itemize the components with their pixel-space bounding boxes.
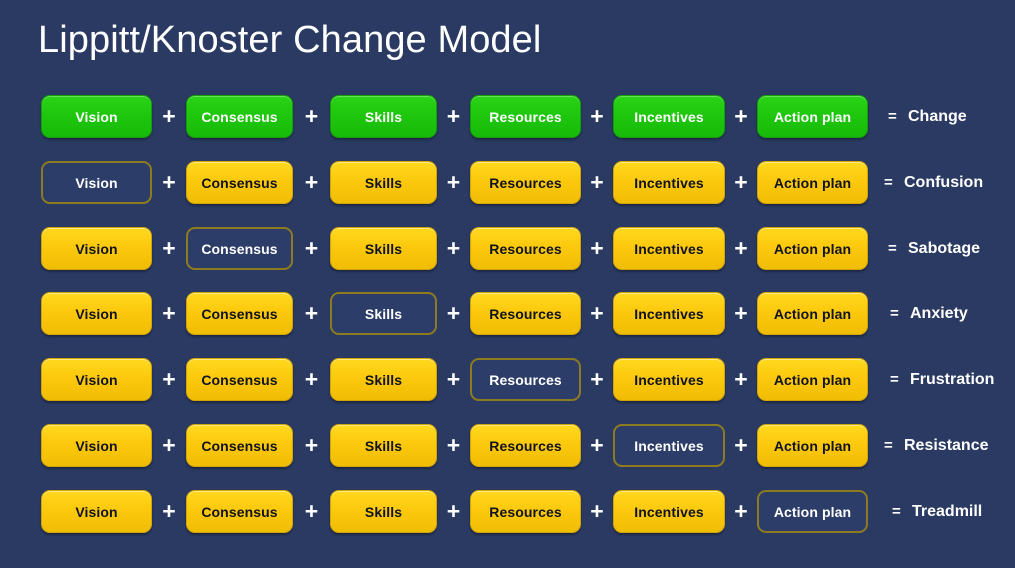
- chip-consensus[interactable]: Consensus: [186, 490, 293, 533]
- equals-operator: =: [890, 371, 899, 388]
- chip-resources[interactable]: Resources: [470, 161, 581, 204]
- equation-row: Vision + Consensus + Skills + Resources + Incent…: [0, 424, 1015, 468]
- result-label: Resistance: [904, 436, 989, 454]
- chip-action_plan[interactable]: Action plan: [757, 490, 868, 533]
- result-label: Anxiety: [910, 304, 968, 322]
- result-label: Treadmill: [912, 502, 983, 520]
- plus-operator: +: [304, 103, 319, 129]
- result-label: Frustration: [910, 370, 995, 388]
- plus-operator: +: [162, 498, 176, 524]
- chip-vision[interactable]: Vision: [41, 358, 152, 401]
- plus-operator: +: [734, 498, 748, 524]
- chip-resources[interactable]: Resources: [470, 292, 581, 335]
- chip-incentives[interactable]: Incentives: [613, 95, 725, 138]
- plus-operator: +: [446, 366, 461, 392]
- chip-action_plan[interactable]: Action plan: [757, 424, 868, 467]
- plus-operator: +: [446, 235, 461, 261]
- plus-operator: +: [304, 498, 319, 524]
- chip-vision[interactable]: Vision: [41, 227, 152, 270]
- equals-operator: =: [884, 437, 893, 454]
- plus-operator: +: [304, 300, 319, 326]
- chip-resources[interactable]: Resources: [470, 95, 581, 138]
- plus-operator: +: [590, 300, 604, 326]
- plus-operator: +: [734, 366, 748, 392]
- chip-skills[interactable]: Skills: [330, 490, 437, 533]
- chip-consensus[interactable]: Consensus: [186, 358, 293, 401]
- chip-consensus[interactable]: Consensus: [186, 424, 293, 467]
- result-label: Confusion: [904, 173, 984, 191]
- plus-operator: +: [734, 169, 748, 195]
- plus-operator: +: [446, 300, 461, 326]
- chip-vision[interactable]: Vision: [41, 490, 152, 533]
- chip-resources[interactable]: Resources: [470, 358, 581, 401]
- plus-operator: +: [590, 498, 604, 524]
- plus-operator: +: [304, 366, 319, 392]
- plus-operator: +: [734, 103, 748, 129]
- chip-vision[interactable]: Vision: [41, 292, 152, 335]
- plus-operator: +: [734, 235, 748, 261]
- equals-operator: =: [888, 240, 897, 257]
- plus-operator: +: [590, 432, 604, 458]
- chip-consensus[interactable]: Consensus: [186, 292, 293, 335]
- equals-operator: =: [890, 305, 899, 322]
- result-label: Sabotage: [908, 239, 981, 257]
- equation-row: Vision + Consensus + Skills + Resources + Incent…: [0, 358, 1015, 402]
- plus-operator: +: [734, 300, 748, 326]
- plus-operator: +: [590, 235, 604, 261]
- equation-row: Vision + Consensus + Skills + Resources + Incent…: [0, 161, 1015, 205]
- plus-operator: +: [162, 235, 176, 261]
- chip-skills[interactable]: Skills: [330, 424, 437, 467]
- plus-operator: +: [162, 432, 176, 458]
- chip-vision[interactable]: Vision: [41, 161, 152, 204]
- plus-operator: +: [446, 432, 461, 458]
- equals-operator: =: [892, 503, 901, 520]
- plus-operator: +: [590, 103, 604, 129]
- chip-incentives[interactable]: Incentives: [613, 358, 725, 401]
- chip-incentives[interactable]: Incentives: [613, 424, 725, 467]
- equals-operator: =: [884, 174, 893, 191]
- chip-action_plan[interactable]: Action plan: [757, 292, 868, 335]
- chip-skills[interactable]: Skills: [330, 161, 437, 204]
- plus-operator: +: [304, 169, 319, 195]
- page-title: Lippitt/Knoster Change Model: [38, 19, 542, 61]
- chip-action_plan[interactable]: Action plan: [757, 161, 868, 204]
- chip-resources[interactable]: Resources: [470, 490, 581, 533]
- plus-operator: +: [162, 300, 176, 326]
- plus-operator: +: [162, 103, 176, 129]
- plus-operator: +: [162, 366, 176, 392]
- chip-resources[interactable]: Resources: [470, 227, 581, 270]
- chip-incentives[interactable]: Incentives: [613, 227, 725, 270]
- chip-consensus[interactable]: Consensus: [186, 161, 293, 204]
- chip-action_plan[interactable]: Action plan: [757, 227, 868, 270]
- plus-operator: +: [446, 498, 461, 524]
- chip-skills[interactable]: Skills: [330, 358, 437, 401]
- chip-vision[interactable]: Vision: [41, 95, 152, 138]
- result-label: Change: [908, 107, 967, 125]
- chip-consensus[interactable]: Consensus: [186, 227, 293, 270]
- plus-operator: +: [590, 169, 604, 195]
- chip-incentives[interactable]: Incentives: [613, 161, 725, 204]
- chip-incentives[interactable]: Incentives: [613, 292, 725, 335]
- plus-operator: +: [590, 366, 604, 392]
- chip-vision[interactable]: Vision: [41, 424, 152, 467]
- chip-consensus[interactable]: Consensus: [186, 95, 293, 138]
- equation-row: Vision + Consensus + Skills + Resources + Incent…: [0, 95, 1015, 139]
- plus-operator: +: [304, 432, 319, 458]
- chip-action_plan[interactable]: Action plan: [757, 95, 868, 138]
- chip-action_plan[interactable]: Action plan: [757, 358, 868, 401]
- chip-skills[interactable]: Skills: [330, 227, 437, 270]
- chip-skills[interactable]: Skills: [330, 292, 437, 335]
- plus-operator: +: [734, 432, 748, 458]
- chip-skills[interactable]: Skills: [330, 95, 437, 138]
- equation-row: Vision + Consensus + Skills + Resources + Incent…: [0, 227, 1015, 271]
- plus-operator: +: [446, 103, 461, 129]
- plus-operator: +: [304, 235, 319, 261]
- plus-operator: +: [162, 169, 176, 195]
- equation-row: Vision + Consensus + Skills + Resources + Incent…: [0, 292, 1015, 336]
- chip-incentives[interactable]: Incentives: [613, 490, 725, 533]
- equals-operator: =: [888, 108, 897, 125]
- plus-operator: +: [446, 169, 461, 195]
- equation-row: Vision + Consensus + Skills + Resources + Incent…: [0, 490, 1015, 534]
- chip-resources[interactable]: Resources: [470, 424, 581, 467]
